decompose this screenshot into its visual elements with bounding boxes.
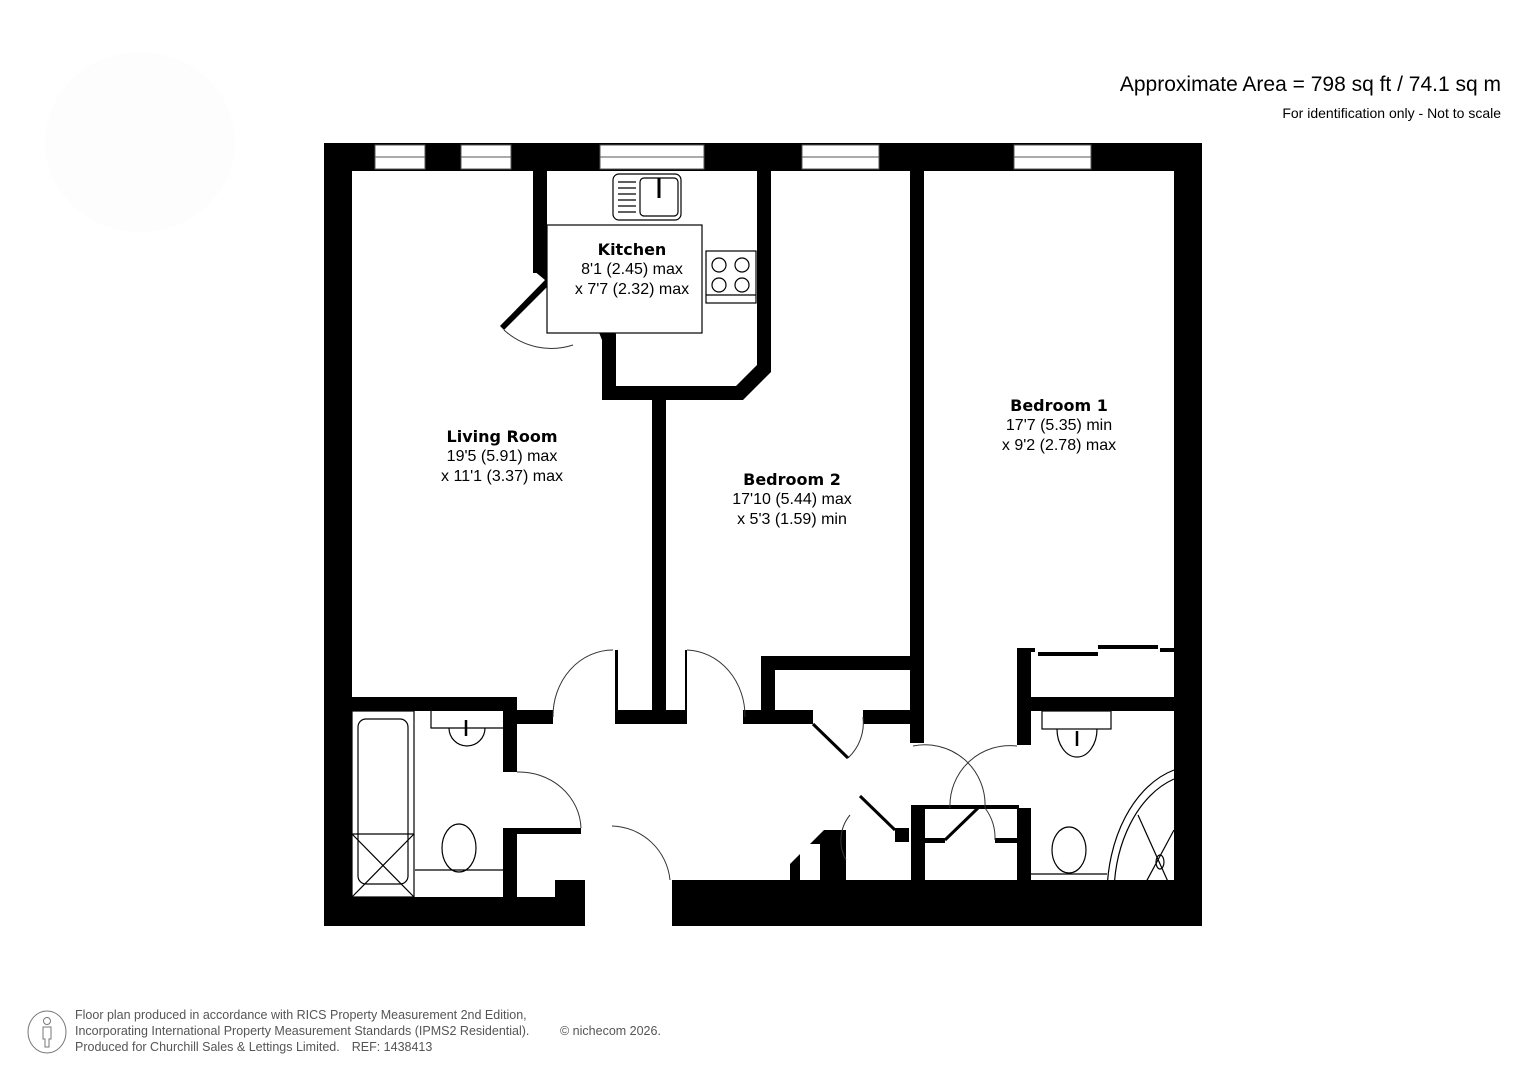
room-dimension: 17'7 (5.35) min [1005,417,1113,434]
room-dimension: 19'5 (5.91) max [446,448,558,465]
room-label-kitchen: Kitchen 8'1 (2.45) max x 7'7 (2.32) max [575,240,689,300]
shower-icon [1106,769,1175,898]
room-label-bedroom-1: Bedroom 1 17'7 (5.35) min x 9'2 (2.78) m… [1002,396,1116,456]
reference-number: REF: 1438413 [351,1040,433,1054]
room-dimension: x 7'7 (2.32) max [574,281,690,298]
door-leaves [811,722,980,842]
toilet-icon [1031,826,1107,875]
person-icon [27,1010,67,1054]
room-dimension: x 11'1 (3.37) max [441,468,563,485]
room-dimension: 17'10 (5.44) max [732,491,852,508]
footer-line-1: Floor plan produced in accordance with R… [75,1008,527,1022]
hob-icon [705,250,757,304]
room-label-bedroom-2: Bedroom 2 17'10 (5.44) max x 5'3 (1.59) … [732,470,852,530]
room-dimension: x 9'2 (2.78) max [1001,437,1117,454]
sink-icon [612,173,682,221]
basin-icon [430,711,503,747]
room-name: Kitchen [597,240,667,259]
footer-line-3: Produced for Churchill Sales & Lettings … [75,1040,340,1054]
windows [374,144,1092,170]
basin-icon [1041,710,1112,758]
footer-notes: Floor plan produced in accordance with R… [75,1007,661,1055]
walls [324,143,1202,926]
fixtures [351,173,1175,898]
room-name: Bedroom 2 [743,470,841,489]
footer-line-2: Incorporating International Property Mea… [75,1024,530,1038]
approximate-area: Approximate Area = 798 sq ft / 74.1 sq m [1119,73,1501,96]
room-label-living-room: Living Room 19'5 (5.91) max x 11'1 (3.37… [441,427,563,487]
room-name: Living Room [446,427,558,446]
scale-disclaimer: For identification only - Not to scale [1282,105,1501,121]
room-name: Bedroom 1 [1010,396,1108,415]
watermark-blob [45,52,235,232]
toilet-icon [415,823,503,873]
room-dimension: 8'1 (2.45) max [581,261,683,278]
room-dimension: x 5'3 (1.59) min [737,511,847,528]
copyright: © nichecom 2026. [560,1024,661,1038]
door-swings [503,329,1018,881]
bath-icon [351,710,415,898]
